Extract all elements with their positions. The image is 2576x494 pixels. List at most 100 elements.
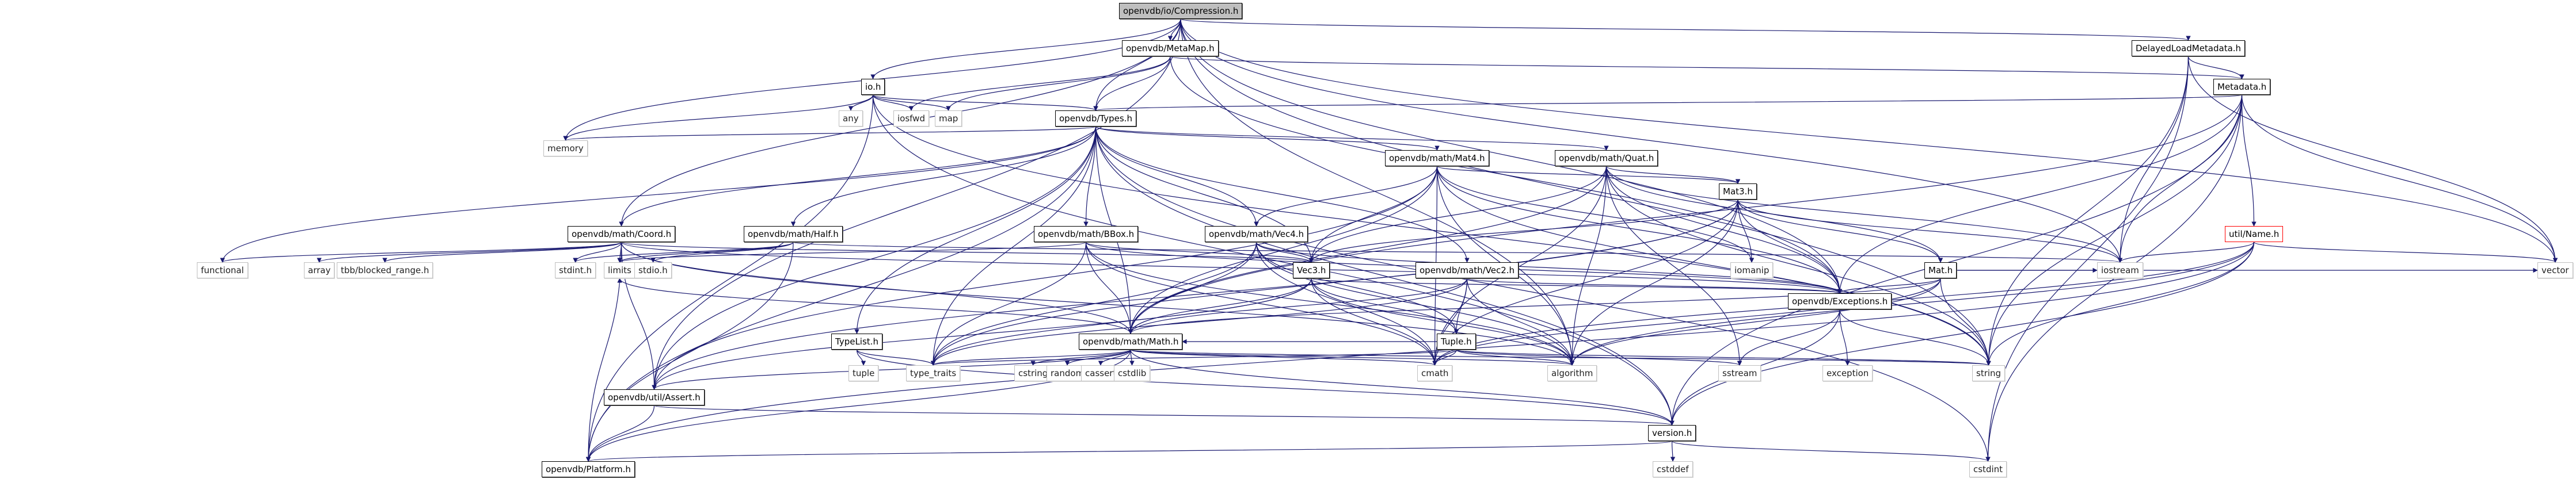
edge-namestr-to-vector bbox=[2253, 242, 2558, 263]
edge-compression-to-vector bbox=[1180, 18, 2558, 263]
edge-types-to-version bbox=[1095, 126, 1675, 426]
edge-quat-to-mat3 bbox=[1605, 166, 1741, 184]
node-types[interactable]: openvdb/Types.h bbox=[1055, 110, 1136, 127]
edge-metadata-to-namestr bbox=[2241, 94, 2257, 227]
edge-compression-to-assert bbox=[652, 18, 1181, 390]
edge-mat4-to-mathh bbox=[1128, 166, 1438, 334]
node-cstring: cstring bbox=[1014, 365, 1052, 381]
node-util-name[interactable]: util/Name.h bbox=[2225, 226, 2284, 242]
node-sstream: sstream bbox=[1718, 365, 1761, 381]
node-bbox[interactable]: openvdb/math/BBox.h bbox=[1034, 226, 1139, 242]
edge-io-to-string bbox=[872, 94, 1991, 366]
edge-vec4-to-algorithm bbox=[1255, 242, 1575, 366]
edge-bbox-to-cmath bbox=[1085, 242, 1437, 366]
node-platform[interactable]: openvdb/Platform.h bbox=[542, 461, 635, 477]
edge-coord-to-vec3 bbox=[621, 242, 1314, 263]
edge-mathh-to-limits bbox=[617, 278, 1131, 334]
edge-mat3-to-exceptions bbox=[1737, 199, 1843, 294]
node-mat3[interactable]: Mat3.h bbox=[1719, 183, 1757, 200]
edge-io-to-memory bbox=[563, 94, 874, 141]
node-metamap[interactable]: openvdb/MetaMap.h bbox=[1122, 40, 1219, 56]
edge-types-to-type_traits bbox=[930, 126, 1097, 366]
edge-quat-to-string bbox=[1605, 166, 1991, 366]
edge-vec2-to-cmath bbox=[1432, 278, 1468, 366]
edge-mathh-to-type_traits bbox=[930, 349, 1131, 366]
edge-metamap-to-types bbox=[1093, 56, 1171, 111]
edge-vec3-to-mathh bbox=[1128, 278, 1312, 334]
node-limits: limits bbox=[604, 262, 636, 278]
node-vec3[interactable]: Vec3.h bbox=[1293, 262, 1330, 278]
node-vec4[interactable]: openvdb/math/Vec4.h bbox=[1205, 226, 1308, 242]
node-tuple-h[interactable]: Tuple.h bbox=[1437, 334, 1476, 350]
edge-io-to-types bbox=[872, 94, 1098, 111]
node-math[interactable]: openvdb/math/Math.h bbox=[1079, 334, 1183, 350]
node-metadata[interactable]: Metadata.h bbox=[2213, 79, 2271, 95]
edge-types-to-platform bbox=[585, 126, 1097, 462]
node-io[interactable]: io.h bbox=[861, 79, 885, 95]
node-delayed-load-metadata[interactable]: DelayedLoadMetadata.h bbox=[2132, 40, 2246, 56]
edge-quat-to-algorithm bbox=[1569, 166, 1607, 366]
edge-compression-to-algorithm bbox=[1180, 18, 1575, 366]
edge-metadata-to-string bbox=[1986, 94, 2243, 366]
edge-half-to-platform bbox=[585, 242, 794, 462]
edge-vec2-to-type_traits bbox=[930, 278, 1468, 366]
edge-assert-to-version bbox=[653, 405, 1674, 426]
edge-mat4-to-exceptions bbox=[1436, 166, 1843, 294]
edge-vec4-to-cmath bbox=[1255, 242, 1437, 366]
edge-bbox-to-limits bbox=[617, 242, 1087, 263]
edge-mat3-to-iostream bbox=[1737, 199, 2123, 263]
edge-types-to-coord bbox=[619, 126, 1097, 227]
node-array: array bbox=[304, 262, 335, 278]
node-functional: functional bbox=[197, 262, 248, 278]
edge-metadata-to-vector bbox=[2241, 94, 2558, 263]
node-vector: vector bbox=[2537, 262, 2573, 278]
edge-typelist-to-tuple bbox=[856, 349, 866, 366]
edge-delayedload-to-vector bbox=[2187, 56, 2558, 263]
node-iomanip: iomanip bbox=[1730, 262, 1774, 278]
node-typelist[interactable]: TypeList.h bbox=[831, 334, 882, 350]
edge-mathh-to-algorithm bbox=[1130, 349, 1574, 366]
node-half[interactable]: openvdb/math/Half.h bbox=[744, 226, 843, 242]
node-compression[interactable]: openvdb/io/Compression.h bbox=[1119, 3, 1243, 19]
edge-types-to-bbox bbox=[1083, 126, 1097, 227]
edge-quat-to-sstream bbox=[1605, 166, 1742, 366]
edge-mat3-to-algorithm bbox=[1569, 199, 1738, 366]
edge-exceptions-to-sstream bbox=[1737, 309, 1840, 366]
edge-half-to-limits bbox=[617, 242, 794, 263]
edge-typelist-to-version bbox=[856, 349, 1675, 426]
edge-assert-to-platform bbox=[585, 405, 655, 462]
node-iostream: iostream bbox=[2097, 262, 2143, 278]
edge-mathh-to-cmath bbox=[1130, 349, 1437, 366]
edge-version-to-cstdint bbox=[1671, 441, 1991, 462]
edge-types-to-typelist bbox=[854, 126, 1097, 334]
edge-mat-to-algorithm bbox=[1569, 278, 1941, 366]
edge-coord-to-functional bbox=[220, 242, 622, 263]
edge-compression-to-types bbox=[1093, 18, 1181, 111]
node-algorithm: algorithm bbox=[1547, 365, 1597, 381]
edge-half-to-stdint bbox=[573, 242, 794, 263]
node-mat[interactable]: Mat.h bbox=[1924, 262, 1957, 278]
node-vec2[interactable]: openvdb/math/Vec2.h bbox=[1416, 262, 1519, 278]
edge-bbox-to-type_traits bbox=[930, 242, 1087, 366]
edge-mat4-to-mat3 bbox=[1436, 166, 1740, 184]
edge-namestr-to-version bbox=[1669, 242, 2255, 426]
node-exceptions[interactable]: openvdb/Exceptions.h bbox=[1788, 293, 1892, 309]
edge-namestr-to-platform bbox=[585, 242, 2255, 462]
edge-mat4-to-string bbox=[1436, 166, 1991, 366]
node-iosfwd: iosfwd bbox=[893, 110, 929, 127]
node-version[interactable]: version.h bbox=[1648, 425, 1696, 441]
node-exception: exception bbox=[1822, 365, 1873, 381]
edge-mat4-to-vec3 bbox=[1308, 166, 1438, 263]
edge-tuple_h-to-string bbox=[1456, 349, 1991, 366]
node-mat4[interactable]: openvdb/math/Mat4.h bbox=[1385, 150, 1489, 166]
edge-mathh-to-version bbox=[1130, 349, 1675, 426]
edge-coord-to-blocked bbox=[382, 242, 622, 263]
edge-metadata-to-mathh bbox=[1128, 94, 2243, 334]
edge-bbox-to-vec3 bbox=[1085, 242, 1314, 263]
edge-vec3-to-cmath bbox=[1311, 278, 1437, 366]
node-coord[interactable]: openvdb/math/Coord.h bbox=[568, 226, 676, 242]
edge-mathh-to-cassert bbox=[1098, 349, 1131, 366]
node-assert[interactable]: openvdb/util/Assert.h bbox=[604, 389, 705, 405]
node-quat[interactable]: openvdb/math/Quat.h bbox=[1555, 150, 1658, 166]
